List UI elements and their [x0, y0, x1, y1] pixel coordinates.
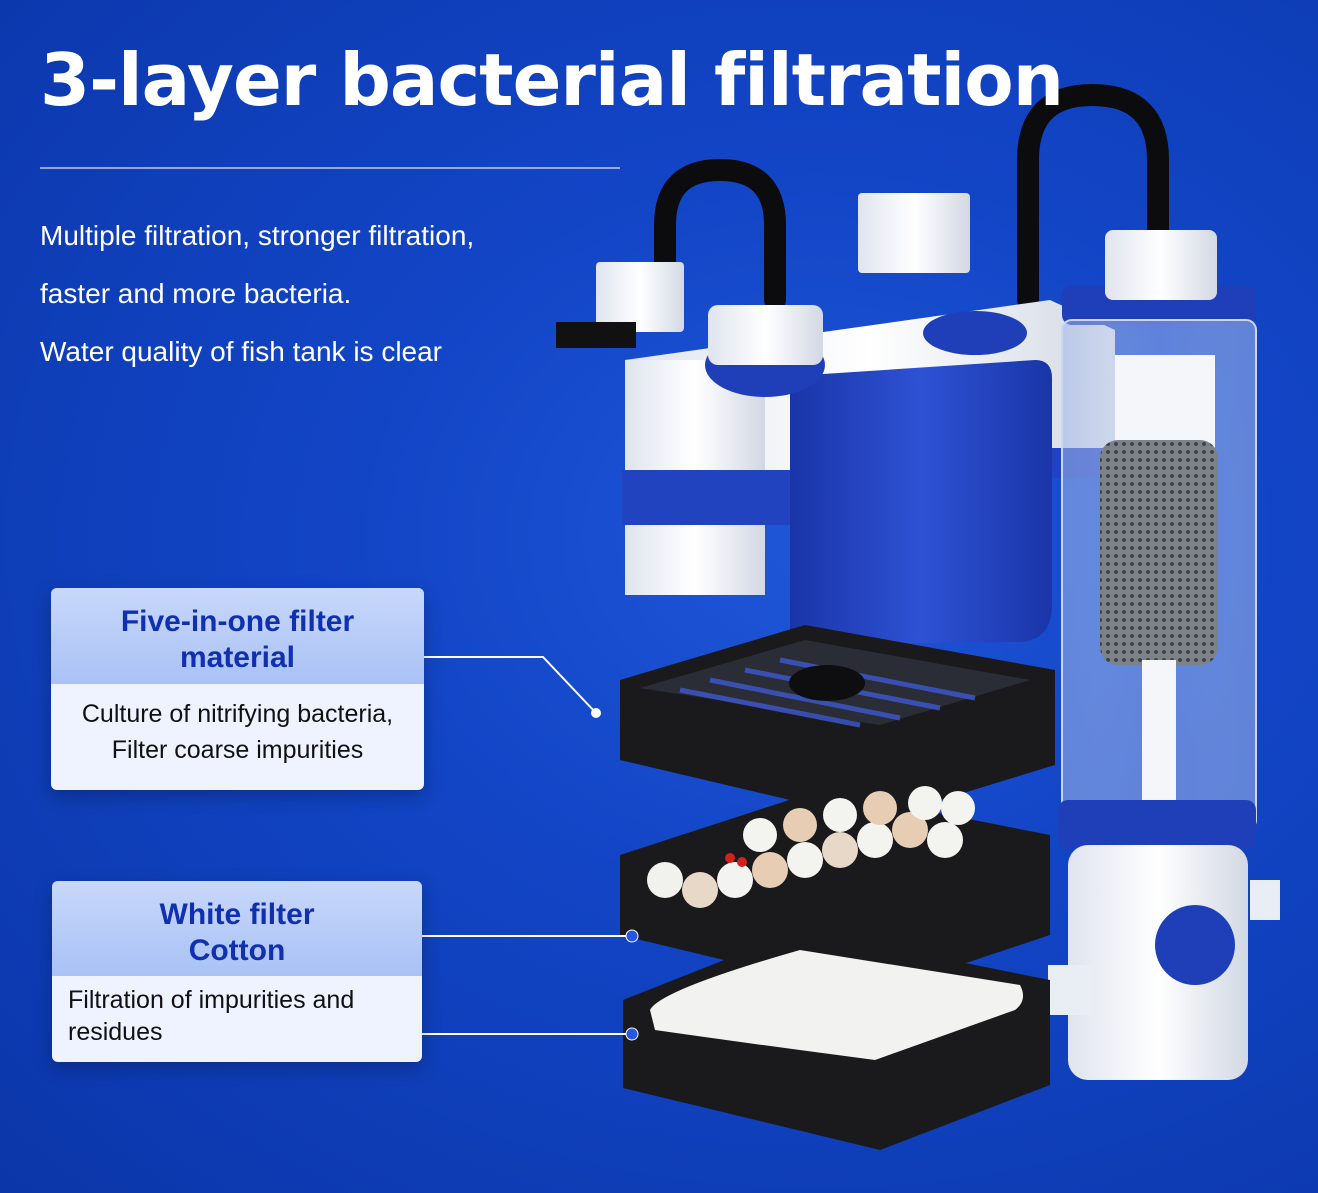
callout-title-line: material [179, 641, 296, 674]
callout-description: Culture of nitrifying bacteria, Filter c… [51, 684, 424, 768]
connector-dot-1 [591, 708, 601, 718]
callout-description-line: Filtration of impurities and [68, 986, 355, 1014]
callout-title-line: White filter [159, 898, 315, 931]
headline: 3-layer bacterial filtration [40, 38, 1064, 122]
callout-description-line: residues [68, 1018, 163, 1046]
divider [40, 167, 620, 169]
callout-title: White filter Cotton [52, 881, 422, 976]
callout-description-line: Filter coarse impurities [111, 736, 364, 764]
connector-line-1 [424, 656, 597, 714]
connector-dot-3 [625, 1027, 639, 1041]
callout-card-filter-cotton: White filter Cotton Filtration of impuri… [52, 881, 422, 1062]
callout-description-line: Culture of nitrifying bacteria, [81, 700, 394, 728]
intro-line: Water quality of fish tank is clear [40, 336, 443, 367]
callout-card-filter-material: Five-in-one filter material Culture of n… [51, 588, 424, 790]
intro-text: Multiple filtration, stronger filtration… [40, 215, 474, 389]
callout-title-line: Five-in-one filter [120, 605, 355, 638]
callout-title-line: Cotton [188, 934, 286, 967]
intro-line: faster and more bacteria. [40, 278, 352, 309]
connector-dot-2 [625, 929, 639, 943]
callout-description: Filtration of impurities and residues [52, 976, 422, 1048]
callout-title: Five-in-one filter material [51, 588, 424, 684]
intro-line: Multiple filtration, stronger filtration… [40, 220, 475, 251]
